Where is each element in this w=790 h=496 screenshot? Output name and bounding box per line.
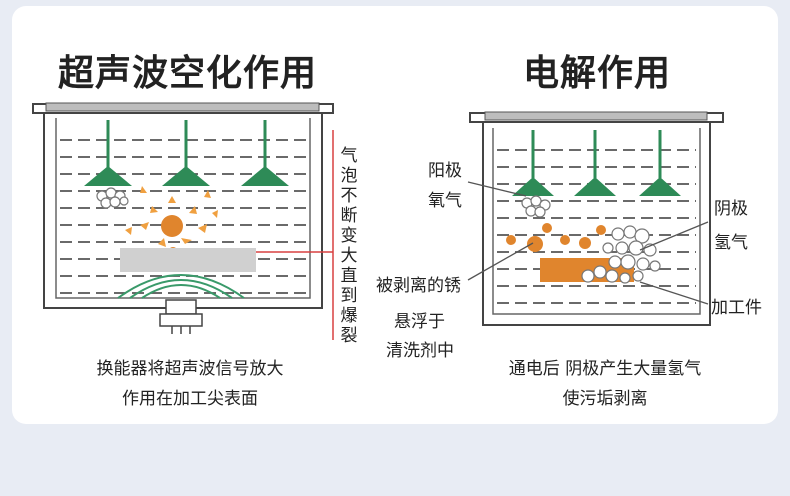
oxygen-label: 氧气 bbox=[428, 191, 462, 211]
left-caption-line2: 作用在加工尖表面 bbox=[122, 389, 258, 409]
ultrasonic-wave-icon bbox=[117, 274, 245, 299]
oxygen-bubble-icon bbox=[521, 195, 551, 218]
lamp-icon bbox=[574, 130, 616, 196]
transducer-icon bbox=[159, 299, 203, 334]
content-card bbox=[12, 6, 778, 424]
right-title: 电解作用 bbox=[523, 53, 672, 94]
right-caption-line1: 通电后 阴极产生大量氢气 bbox=[508, 359, 702, 379]
rust-label: 被剥离的锈 bbox=[376, 276, 461, 296]
suspend-label-line1: 悬浮于 bbox=[394, 312, 445, 332]
lamp-icon bbox=[162, 120, 210, 186]
suspend-label-line2: 清洗剂中 bbox=[386, 341, 454, 361]
right-caption-line2: 使污垢剥离 bbox=[562, 389, 648, 409]
anode-label: 阳极 bbox=[428, 161, 462, 181]
cathode-label: 阴极 bbox=[714, 199, 748, 219]
rust-particle-icon bbox=[506, 223, 606, 252]
lamp-icon bbox=[512, 130, 554, 196]
lamp-icon bbox=[241, 120, 289, 186]
left-caption-line1: 换能器将超声波信号放大 bbox=[96, 359, 284, 379]
electrolysis-tank bbox=[467, 111, 724, 326]
indicator-line bbox=[256, 130, 334, 340]
hydrogen-label: 氢气 bbox=[714, 233, 748, 253]
lamp-icon bbox=[639, 130, 681, 196]
bubble-vertical-label: 气泡不断变大直到爆裂 bbox=[340, 146, 358, 346]
workpiece-label: 加工件 bbox=[711, 298, 762, 318]
leader-lines bbox=[467, 181, 709, 305]
lamp-icon bbox=[84, 120, 132, 186]
bubble-cluster-icon bbox=[96, 187, 129, 209]
ultrasonic-tank bbox=[32, 102, 334, 340]
left-title: 超声波空化作用 bbox=[58, 53, 318, 94]
hydrogen-bubble-icon bbox=[581, 225, 661, 284]
workpiece-plate bbox=[120, 248, 256, 272]
